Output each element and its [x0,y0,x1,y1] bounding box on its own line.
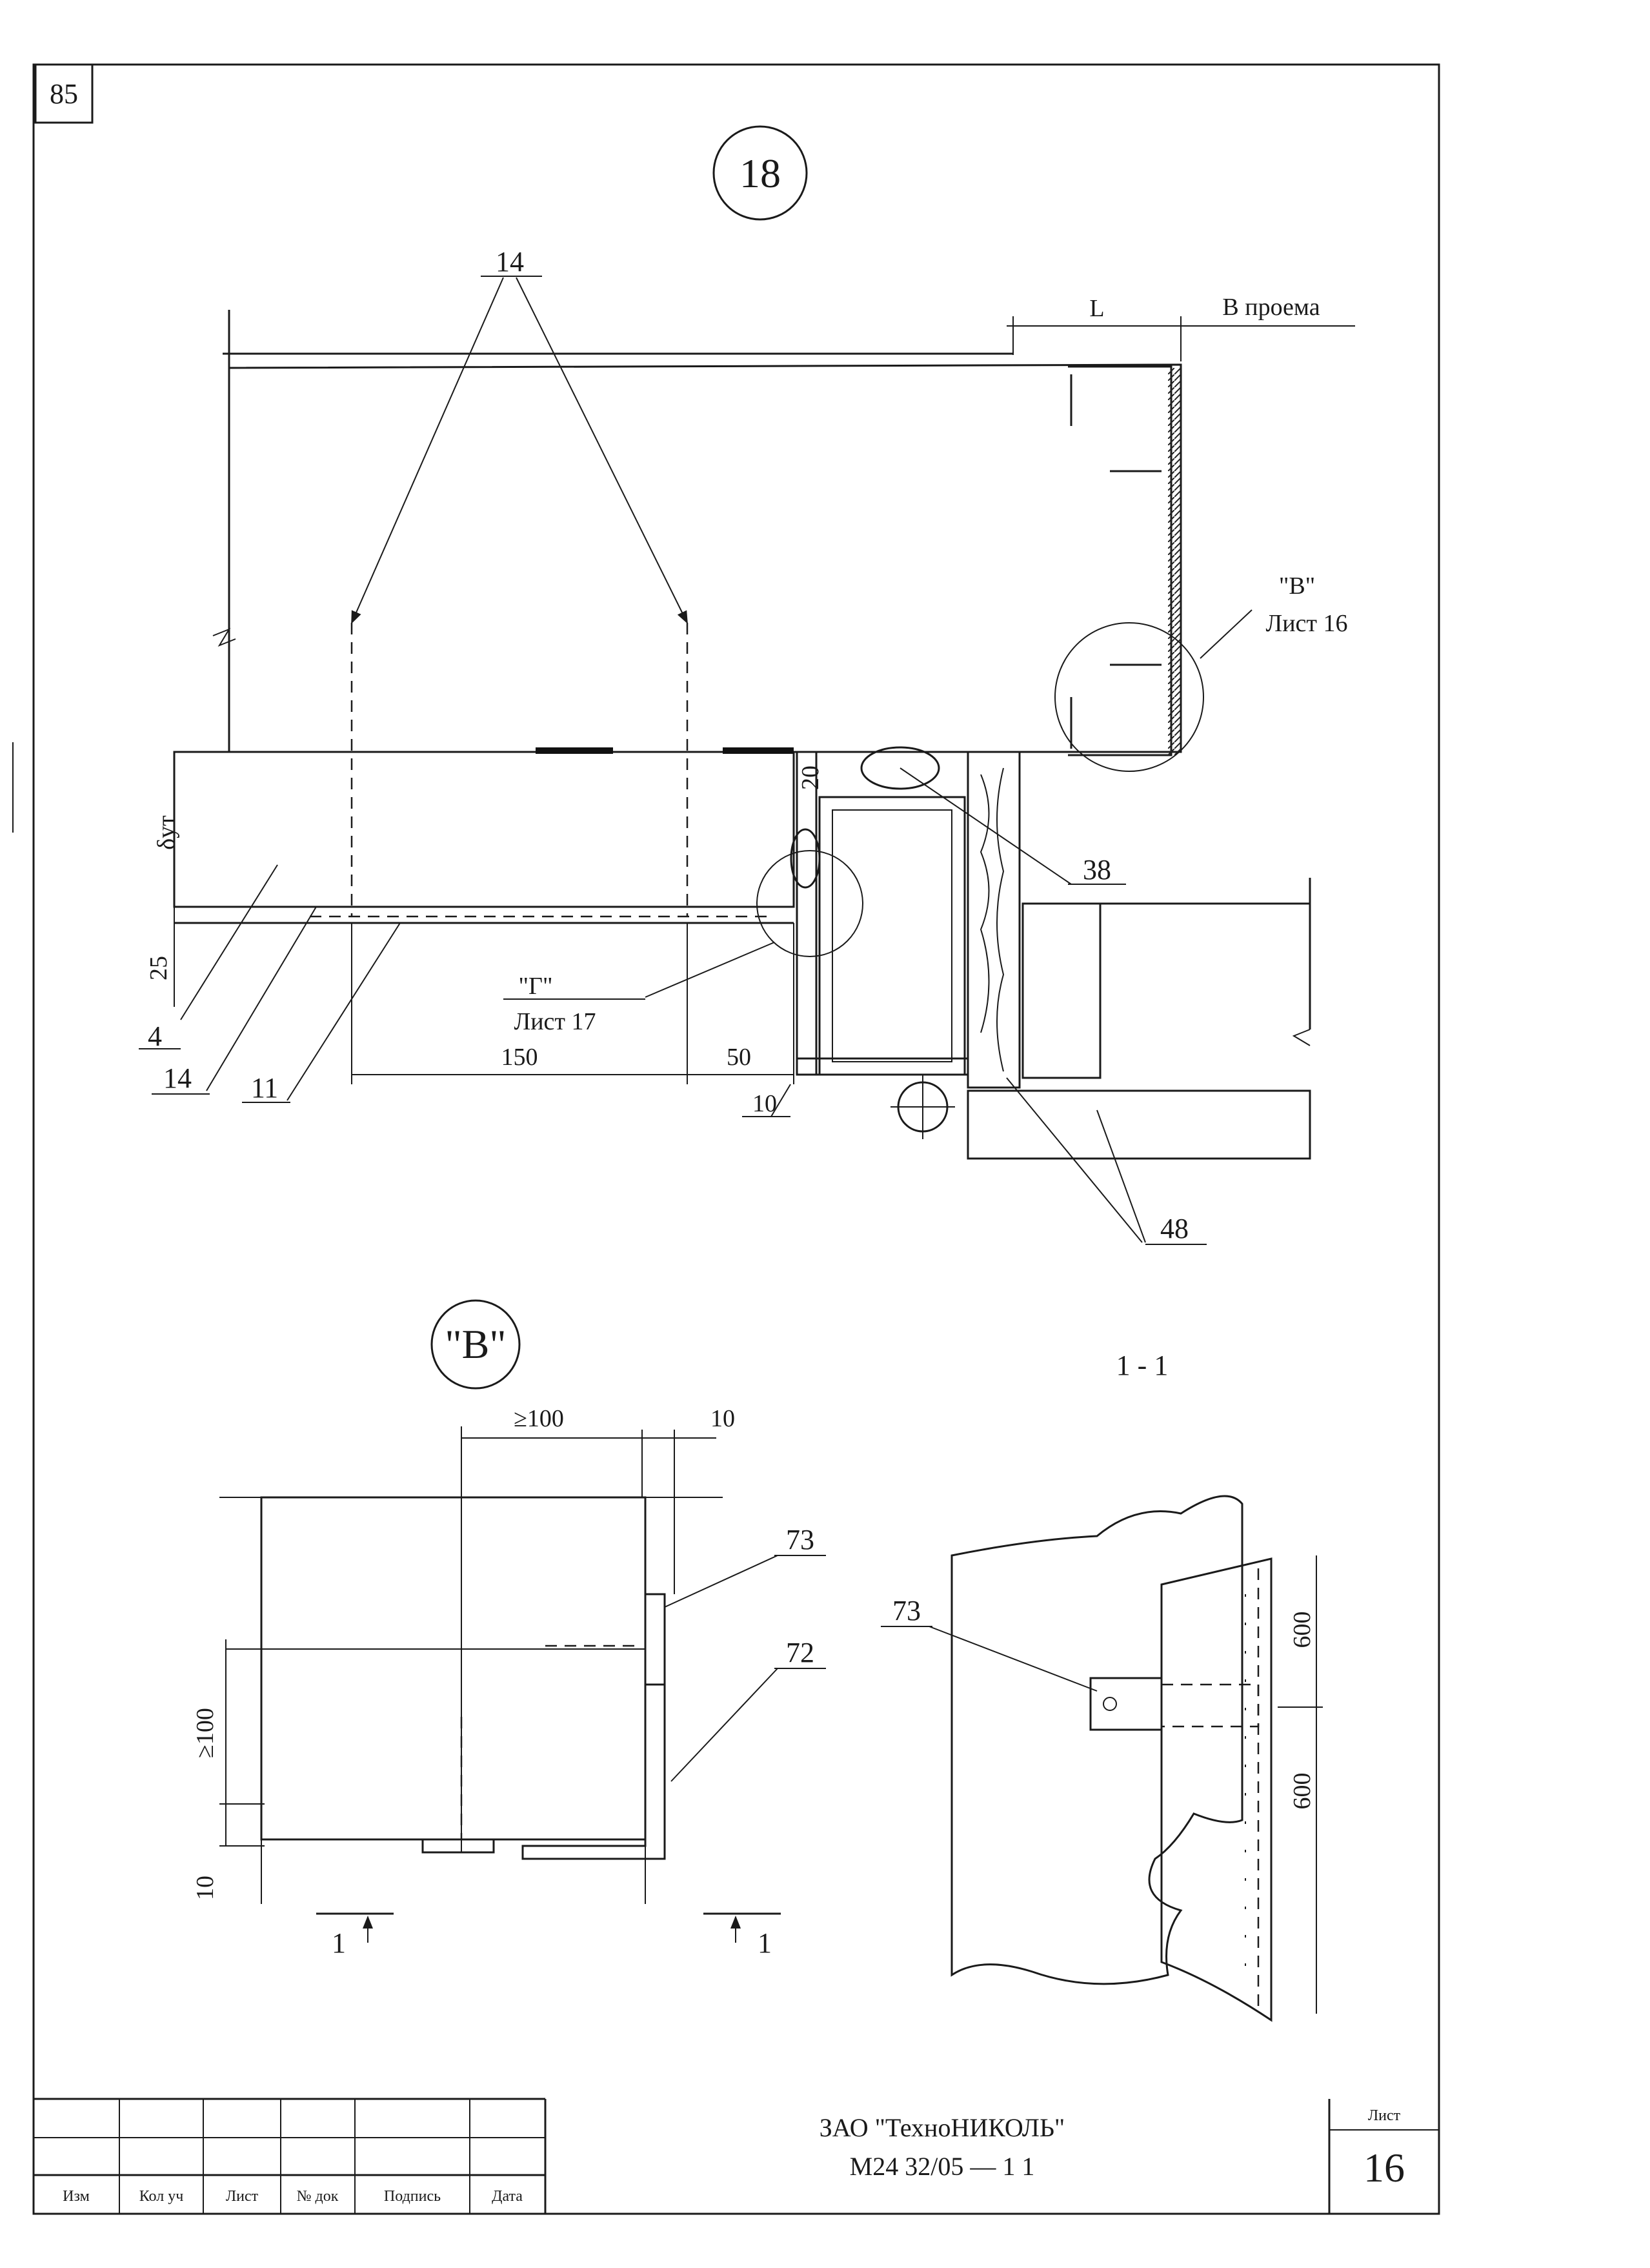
callout-4: 4 [148,1020,162,1052]
steel-angle-hatch [1168,368,1181,755]
ref-v-label: "В" [1279,572,1315,600]
tb-company: ЗАО "ТехноНИКОЛЬ" [820,2113,1065,2142]
leader-ref-g [645,942,775,998]
title-block: Изм Кол уч Лист № док Подпись Дата ЗАО "… [32,2098,1439,2214]
tb-col-list: Лист [226,2188,259,2205]
dim-600-top: 600 [1289,1612,1316,1648]
dim-10-top: 10 [710,1405,735,1432]
tb-sheet-label: Лист [1368,2107,1401,2124]
leader-14-b [516,277,688,624]
dim-150: 150 [501,1044,538,1071]
window-frame-profile [818,796,966,1076]
concrete-wall [228,363,1182,753]
insulation-layer [173,751,795,908]
leader-48-a [1006,1077,1143,1243]
callout-73-section: 73 [892,1595,921,1626]
dim-v-proema: В проема [1222,294,1320,321]
sheet-frame [32,63,1440,2215]
leader-14-b2 [206,906,317,1091]
break-line-left [212,627,236,647]
leader-38 [900,767,1072,885]
dim-25: 25 [145,956,172,980]
leader-14-a [351,277,504,624]
leader-73 [664,1555,778,1608]
leader-48-b [1096,1109,1146,1243]
section-mark-right: 1 [758,1927,772,1959]
steel-angle [1068,365,1172,756]
tb-col-izm: Изм [63,2188,90,2205]
anchor-hole [1103,1697,1117,1711]
leader-10 [770,1084,791,1117]
interior-sill [967,1089,1311,1160]
ref-circle-g [756,850,863,957]
ref-g-sheet: Лист 17 [514,1008,596,1035]
section-mark-left: 1 [332,1927,346,1959]
tb-col-podpis: Подпись [384,2188,441,2205]
break-line-right [1292,1029,1311,1046]
detail-number-circle [712,125,808,221]
callout-48: 48 [1160,1213,1189,1244]
wood-grain-2 [996,767,1005,1072]
dim-10: 10 [752,1090,777,1117]
detail-v-circle [430,1299,521,1390]
angle-section [1160,1557,1273,2022]
dim-10-left: 10 [192,1876,219,1900]
callout-38: 38 [1083,854,1111,886]
concrete-block [260,1496,647,1841]
wooden-sash [967,751,1021,1089]
leader-11 [287,922,401,1101]
dim-ge100-top: ≥100 [514,1405,564,1432]
tb-col-data: Дата [492,2188,523,2205]
callout-73: 73 [786,1524,814,1555]
page-number: 85 [50,78,78,110]
dim-600-bottom: 600 [1289,1773,1316,1810]
detail-18: 18 L В проема 14 δут [139,125,1355,1245]
dim-L: L [1089,295,1104,322]
callout-11: 11 [251,1072,278,1104]
tb-doc-code: М24 32/05 — 1 1 [850,2152,1035,2181]
leader-ref-v [1200,609,1253,659]
detail-v-title: "В" [445,1321,507,1367]
tb-col-ndok: № док [297,2188,339,2205]
page-number-box [34,63,94,124]
section-1-1: 1 - 1 600 600 73 [881,1350,1323,2022]
window-frame-inner [832,809,952,1062]
leader-72 [670,1668,778,1782]
tb-col-kol: Кол уч [139,2188,184,2205]
dim-50: 50 [727,1044,751,1071]
leader-73-section [929,1626,1098,1692]
ref-v-sheet: Лист 16 [1265,610,1347,637]
plate-73-hidden [1160,1683,1260,1728]
ref-g-label: "Г" [519,973,553,1000]
steel-angle-72 [521,1593,666,1860]
dim-insulation: δут [153,815,180,850]
leader-4 [180,864,278,1020]
seal-38 [860,746,940,790]
frame-bottom-flange [796,1057,969,1076]
adhesive-1 [536,747,613,754]
detail-number: 18 [739,150,781,196]
wall-section-outline [951,1495,1243,1985]
frame-gap [796,751,818,1076]
detail-v: "В" ≥100 10 ≥100 10 73 72 1 1 [192,1299,826,1959]
glazing-bead [1021,902,1102,1079]
tb-sheet-number: 16 [1363,2145,1405,2191]
seal-small [790,828,821,889]
callout-72: 72 [786,1637,814,1668]
dim-20: 20 [797,765,824,790]
dim-ge100-left: ≥100 [192,1708,219,1758]
plate-73 [644,1593,666,1686]
ref-circle-v [1054,622,1204,772]
wood-grain-1 [980,774,990,1033]
callout-14-bottom: 14 [163,1062,192,1094]
plate-73-section [1089,1677,1163,1731]
adhesive-2 [723,747,794,754]
section-title: 1 - 1 [1116,1350,1169,1381]
callout-14-top: 14 [496,246,524,278]
plate-bottom [421,1838,495,1854]
